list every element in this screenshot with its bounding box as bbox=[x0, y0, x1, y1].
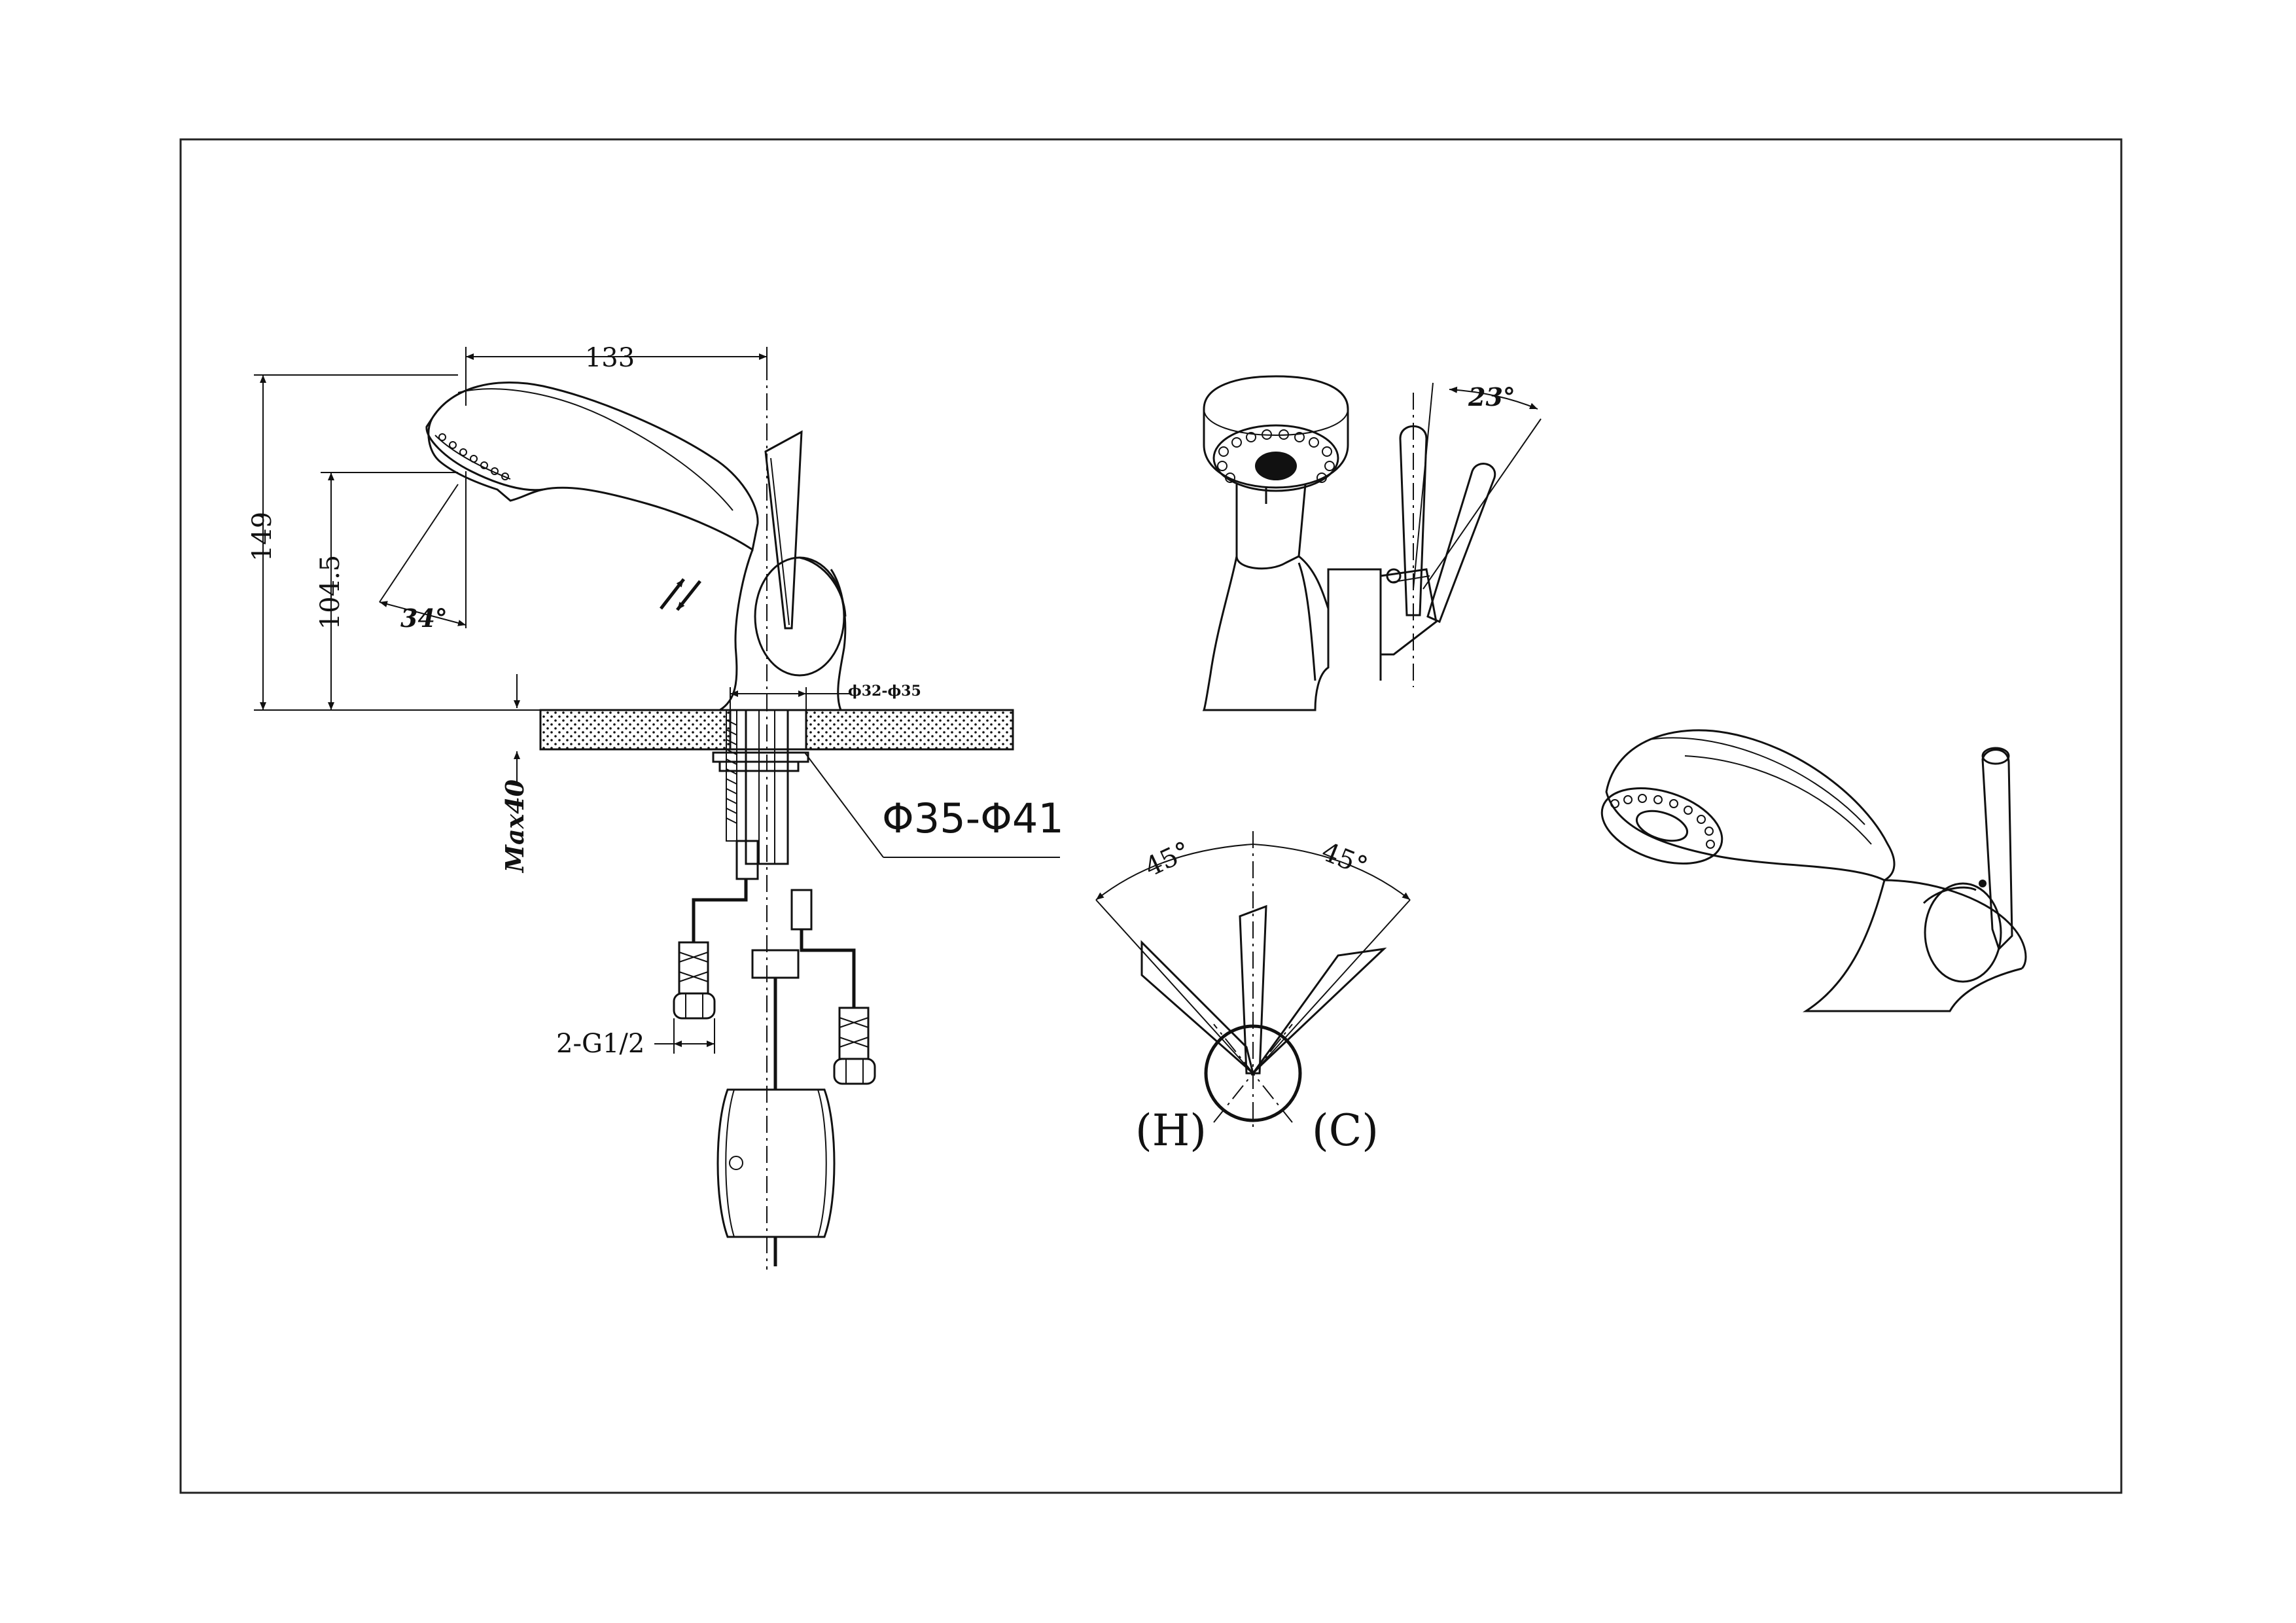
cold-hose-fitting bbox=[833, 1007, 876, 1085]
dim-rotation-left: 45° bbox=[1140, 836, 1195, 883]
side-view: 133 149 104.5 34° Max40 ϕ32-ϕ35 Φ35-Φ41 bbox=[247, 343, 1064, 1270]
dim-rotation-right: 45° bbox=[1317, 836, 1371, 882]
spray-face-perspective bbox=[1600, 787, 1723, 865]
dim-deck-thickness: Max40 bbox=[500, 779, 529, 874]
dim-spray-angle: 34° bbox=[400, 603, 448, 633]
handle-lever bbox=[764, 430, 803, 630]
pull-out-arrows-icon bbox=[660, 578, 701, 611]
spray-nozzle-ring bbox=[1217, 429, 1335, 483]
faucet-body-front bbox=[1202, 556, 1382, 711]
drawing-border bbox=[179, 138, 2123, 1494]
cold-supply-hose bbox=[800, 929, 856, 1008]
spray-nozzles bbox=[438, 433, 509, 480]
handle-perspective bbox=[1981, 749, 2013, 951]
body-perspective bbox=[1802, 880, 2022, 1012]
fixing-nut bbox=[718, 760, 800, 772]
spout-perspective bbox=[1605, 729, 1896, 882]
countertop-left-slab bbox=[539, 709, 732, 751]
countertop-right-slab bbox=[805, 709, 1014, 751]
hot-hose-fitting bbox=[673, 941, 716, 1020]
dim-hole-size: Φ35-Φ41 bbox=[882, 794, 1064, 842]
front-view: 23° bbox=[1202, 375, 1542, 711]
hot-label: (H) bbox=[1135, 1105, 1207, 1156]
spray-nozzles-perspective bbox=[1610, 794, 1715, 849]
cartridge-housing bbox=[754, 556, 845, 677]
hose-counterweight bbox=[716, 1088, 836, 1238]
dim-outlet-height: 104.5 bbox=[315, 555, 345, 630]
spout-body bbox=[427, 381, 759, 552]
lever-hot-position bbox=[1140, 940, 1255, 1077]
lever-center-position bbox=[1239, 904, 1267, 1075]
hot-supply-hose bbox=[692, 879, 748, 942]
dim-handle-tilt: 23° bbox=[1468, 382, 1515, 412]
mounting-shank bbox=[745, 709, 789, 865]
dim-spout-reach: 133 bbox=[585, 343, 635, 373]
faucet-base bbox=[716, 549, 847, 711]
threaded-rod bbox=[726, 709, 737, 842]
cartridge-perspective bbox=[1924, 882, 2002, 983]
cold-label: (C) bbox=[1312, 1105, 1379, 1156]
dim-connection-thread: 2-G1/2 bbox=[556, 1029, 645, 1059]
dim-hole-size-small: ϕ32-ϕ35 bbox=[848, 683, 921, 700]
rotation-diagram: 45° 45° (H) (C) bbox=[1095, 831, 1411, 1156]
spray-face-front bbox=[1212, 424, 1339, 492]
dim-overall-height: 149 bbox=[247, 512, 277, 562]
lever-cold-position bbox=[1252, 947, 1387, 1075]
handle-lever-tilted bbox=[1426, 463, 1496, 624]
perspective-view bbox=[1600, 729, 2027, 1012]
cartridge-block bbox=[1379, 568, 1438, 656]
handle-lever-upright bbox=[1399, 425, 1428, 616]
spray-head-face bbox=[425, 418, 544, 491]
